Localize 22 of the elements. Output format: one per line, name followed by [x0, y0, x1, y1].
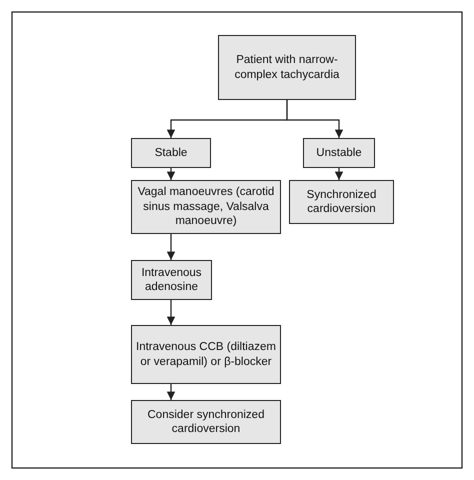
box-text: Synchronized cardioversion [306, 188, 378, 216]
process-box [218, 35, 356, 100]
box-text: Vagal manoeuvres (carotid sinus massage, Valsalva manoeuvre) [136, 185, 276, 229]
box-text: Patient with narrow-complex tachycardia [234, 53, 340, 82]
arrow [166, 300, 176, 325]
arrow [166, 384, 176, 400]
process-box [289, 180, 394, 224]
process-box [131, 325, 281, 384]
box-text: Intravenous adenosine [140, 266, 203, 294]
process-box [131, 138, 211, 168]
arrow [166, 168, 176, 180]
arrow [286, 100, 344, 138]
box-text: Unstable [315, 146, 363, 160]
box-text: Stable [154, 146, 188, 160]
arrow [166, 234, 176, 260]
process-box [131, 260, 212, 300]
arrow [334, 168, 344, 180]
process-box [131, 400, 281, 444]
box-text: Consider synchronized cardioversion [146, 408, 266, 436]
process-box [131, 180, 281, 234]
box-text: Intravenous CCB (diltiazem or verapamil) or β-blocker [135, 340, 277, 369]
process-box [303, 138, 375, 168]
